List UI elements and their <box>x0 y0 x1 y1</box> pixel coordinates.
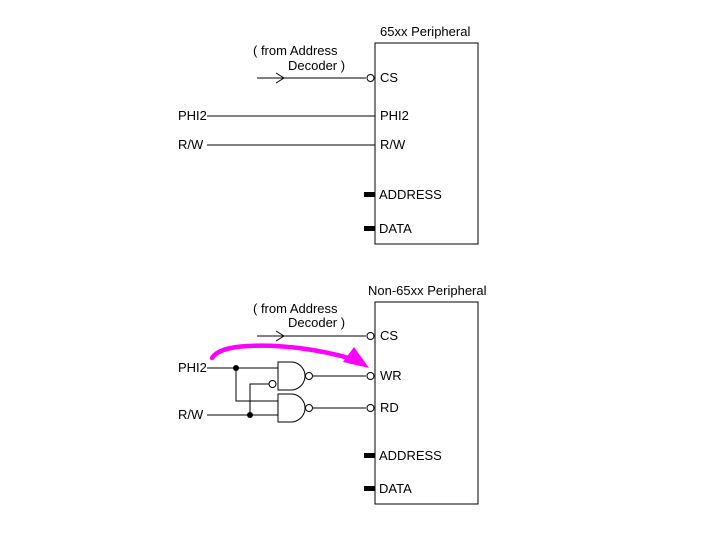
bottom-external-rw-label: R/W <box>178 407 204 422</box>
bottom-pin-cs-label: CS <box>380 328 399 343</box>
top-note-line2: Decoder ) <box>288 58 346 73</box>
top-circuit <box>207 42 479 245</box>
peripheral-box-non65xx <box>374 301 479 505</box>
nand-gate-rd-icon <box>277 393 306 423</box>
magenta-annotation-arrow <box>209 343 369 368</box>
bottom-circuit <box>207 301 479 505</box>
inverted-input-bubble <box>268 380 277 388</box>
nand-gate-wr-icon <box>277 361 306 391</box>
top-pin-phi2-label: PHI2 <box>380 108 409 123</box>
top-pin-cs-label: CS <box>380 70 399 85</box>
nand-output-bubble <box>305 404 313 412</box>
nand-output-bubble <box>305 372 313 380</box>
top-pin-address-label: ADDRESS <box>379 187 442 202</box>
rw-branch-wire <box>249 383 269 415</box>
top-pin-rw-label: R/W <box>380 137 406 152</box>
bottom-title: Non-65xx Peripheral <box>368 283 487 298</box>
bottom-pin-rd-label: RD <box>380 400 399 415</box>
peripheral-box-65xx <box>374 42 479 245</box>
address-bus-stub <box>364 192 375 197</box>
wr-active-low-bubble <box>366 372 375 380</box>
data-bus-stub <box>364 486 375 491</box>
bottom-external-phi2-label: PHI2 <box>178 360 207 375</box>
top-external-rw-label: R/W <box>178 137 204 152</box>
cs-active-low-bubble <box>366 74 375 82</box>
arrowhead-icon <box>275 72 285 84</box>
annotation-arrowhead-icon <box>343 347 369 368</box>
annotation-curve <box>209 343 355 362</box>
top-title: 65xx Peripheral <box>380 24 471 39</box>
bottom-note-line2: Decoder ) <box>288 315 346 330</box>
bottom-pin-wr-label: WR <box>380 368 402 383</box>
address-bus-stub <box>364 453 375 458</box>
bottom-pin-data-label: DATA <box>379 481 412 496</box>
bottom-note-line1: ( from Address <box>253 301 338 316</box>
arrowhead-icon <box>275 330 285 342</box>
phi2-branch-wire <box>235 368 278 402</box>
rd-active-low-bubble <box>366 404 375 412</box>
top-pin-data-label: DATA <box>379 221 412 236</box>
bottom-pin-address-label: ADDRESS <box>379 448 442 463</box>
top-external-phi2-label: PHI2 <box>178 108 207 123</box>
cs-active-low-bubble <box>366 332 375 340</box>
top-note-line1: ( from Address <box>253 43 338 58</box>
data-bus-stub <box>364 226 375 231</box>
